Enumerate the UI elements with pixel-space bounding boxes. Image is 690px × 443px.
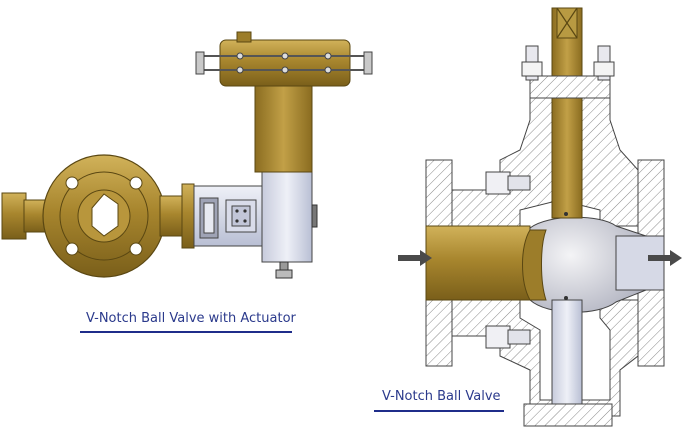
caption-actuated-valve: V-Notch Ball Valve with Actuator — [86, 311, 296, 326]
bolt-hole — [129, 242, 143, 256]
actuator-top-plate — [219, 39, 351, 87]
upper-stud-right — [593, 45, 615, 81]
tie-rod-bolt — [281, 52, 289, 60]
tie-rod-bolt — [236, 66, 244, 74]
caption-ball-valve: V-Notch Ball Valve — [382, 389, 501, 404]
flow-arrow-out-icon — [648, 250, 682, 266]
actuated-valve-drawing — [1, 31, 373, 279]
packing-gland — [529, 75, 611, 99]
tie-rod-bolt — [236, 52, 244, 60]
actuator-housing — [261, 169, 313, 263]
bolt-hole — [129, 176, 143, 190]
lower-stem — [551, 299, 583, 411]
tie-rod-bolt — [324, 52, 332, 60]
tie-rod-bolt — [281, 66, 289, 74]
tie-rod-bolt — [324, 66, 332, 74]
ball-v-notch — [522, 229, 547, 301]
bolt-hole — [65, 176, 79, 190]
pipe-stub — [1, 192, 27, 240]
body-bolt-upper — [485, 171, 531, 195]
valve-stem — [551, 7, 583, 219]
bolt-hole — [65, 242, 79, 256]
flow-arrow-in-icon — [398, 250, 432, 266]
upper-stud-left — [521, 45, 543, 81]
body-bolt-lower — [485, 325, 531, 349]
bottom-cap — [523, 403, 613, 427]
actuator-yoke — [254, 85, 313, 173]
inlet-flow-passage — [425, 225, 531, 301]
valve-body-upper — [451, 95, 639, 227]
ball-valve-section-drawing — [398, 7, 682, 427]
caption-underline — [80, 331, 292, 333]
caption-underline — [374, 410, 504, 412]
v-notch-opening — [91, 193, 119, 237]
